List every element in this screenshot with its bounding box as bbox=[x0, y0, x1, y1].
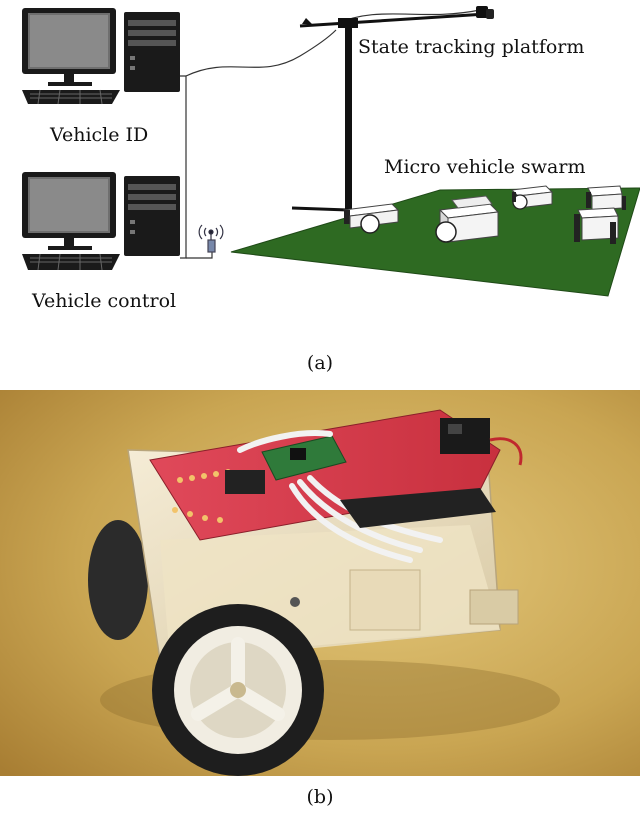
camera-icon bbox=[476, 6, 488, 18]
system-diagram bbox=[22, 6, 640, 297]
micro-vehicle-icon bbox=[510, 185, 554, 210]
caption-a: (a) bbox=[306, 352, 334, 374]
micro-vehicle-icon bbox=[342, 203, 400, 234]
label-vehicle-id: Vehicle ID bbox=[50, 124, 149, 146]
label-micro-vehicle-swarm: Micro vehicle swarm bbox=[384, 156, 586, 178]
computer-vehicle-control-icon bbox=[22, 172, 180, 271]
micro-vehicle-icon bbox=[586, 185, 626, 211]
wireless-antenna-icon bbox=[198, 224, 224, 253]
panel-b-photo bbox=[0, 390, 640, 776]
micro-vehicle-photo bbox=[0, 390, 640, 776]
label-state-tracking-platform: State tracking platform bbox=[358, 36, 585, 58]
panel-a-diagram: Vehicle ID Vehicle control State trackin… bbox=[0, 0, 640, 340]
caption-b: (b) bbox=[306, 786, 334, 808]
computer-vehicle-id-icon bbox=[22, 8, 180, 105]
micro-vehicle-icon bbox=[574, 207, 619, 244]
label-vehicle-control: Vehicle control bbox=[32, 290, 177, 312]
wheel-icon bbox=[152, 604, 324, 776]
micro-vehicle-icon bbox=[435, 195, 500, 243]
